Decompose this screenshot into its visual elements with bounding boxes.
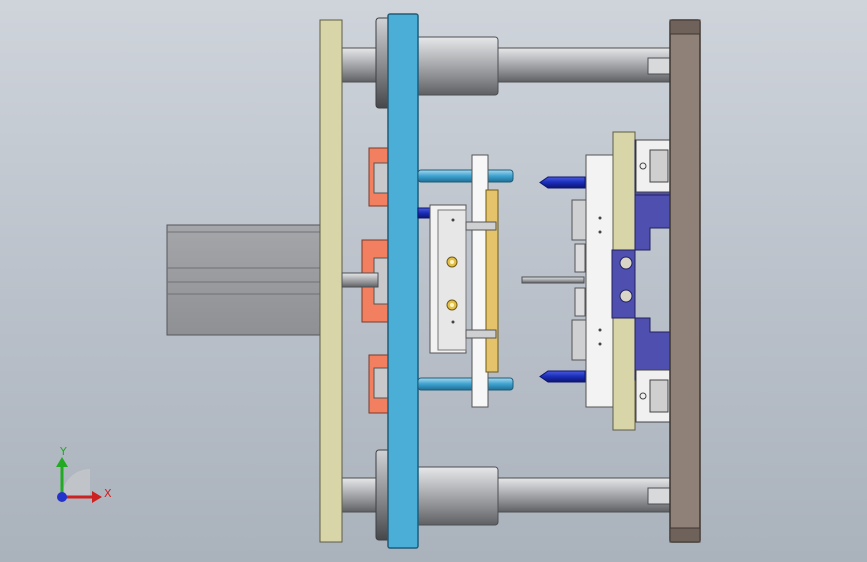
support-blocks [361, 147, 391, 414]
guide-pins [539, 176, 586, 383]
return-pins [417, 169, 514, 391]
y-axis-label: Y [59, 445, 67, 458]
sprue-bushing [341, 272, 379, 288]
top-clamp-plate [319, 19, 343, 543]
clamp-bracket-top [635, 139, 671, 193]
cavity-insert [429, 204, 467, 354]
fixed-mold-plate [387, 13, 419, 549]
core-insert [571, 154, 617, 408]
bottom-plate-cap-top [669, 19, 701, 35]
plate-clip-lower [465, 329, 497, 339]
left-grey-block [166, 224, 323, 336]
coordinate-triad: Y X [56, 445, 112, 503]
x-axis-label: X [104, 487, 112, 500]
plate-clip-upper [465, 221, 497, 231]
bottom-plate-cap-bottom [669, 527, 701, 543]
runner-plate [485, 189, 499, 373]
z-axis-icon [57, 492, 67, 502]
core-pin [521, 276, 585, 284]
bottom-clamp-plate [669, 19, 701, 543]
clamp-bracket-bottom [635, 369, 671, 423]
